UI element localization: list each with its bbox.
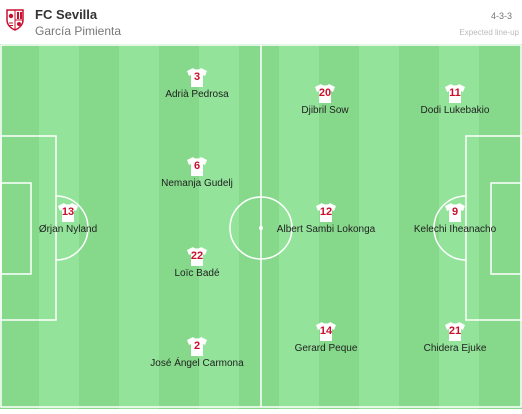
player-name: Nemanja Gudelj: [161, 178, 233, 189]
player-name: Djibril Sow: [301, 105, 349, 116]
player-card[interactable]: 22 Loïc Badé: [127, 247, 267, 279]
player-name: Kelechi Iheanacho: [413, 224, 497, 235]
shirt-icon: 11: [445, 84, 465, 103]
shirt-number: 21: [448, 325, 462, 337]
shirt-number: 12: [319, 206, 333, 218]
coach-name[interactable]: García Pimienta: [35, 24, 122, 38]
player-name: Loïc Badé: [174, 268, 220, 279]
player-name: Gerard Peque: [294, 343, 358, 354]
shirt-icon: 21: [445, 322, 465, 341]
player-card[interactable]: 9 Kelechi Iheanacho: [385, 203, 522, 235]
lineup-header: FC Sevilla García Pimienta 4-3-3 Expecte…: [0, 0, 522, 44]
player-card[interactable]: 12 Albert Sambi Lokonga: [256, 203, 396, 235]
shirt-icon: 9: [445, 203, 465, 222]
shirt-number: 13: [61, 206, 75, 218]
shirt-icon: 13: [58, 203, 78, 222]
shirt-number: 14: [319, 325, 333, 337]
shirt-icon: 3: [187, 68, 207, 87]
player-name: Adrià Pedrosa: [165, 89, 229, 100]
shirt-number: 6: [193, 160, 201, 172]
shirt-number: 2: [193, 340, 201, 352]
player-name: Chidera Ejuke: [423, 343, 487, 354]
player-card[interactable]: 20 Djibril Sow: [255, 84, 395, 116]
shirt-number: 3: [193, 71, 201, 83]
player-card[interactable]: 13 Ørjan Nyland: [0, 203, 138, 235]
player-card[interactable]: 2 José Ángel Carmona: [127, 337, 267, 369]
player-name: Ørjan Nyland: [38, 224, 98, 235]
player-card[interactable]: 14 Gerard Peque: [256, 322, 396, 354]
shirt-icon: 6: [187, 157, 207, 176]
sevilla-crest-icon: [6, 9, 24, 31]
shirt-icon: 22: [187, 247, 207, 266]
player-card[interactable]: 21 Chidera Ejuke: [385, 322, 522, 354]
player-card[interactable]: 11 Dodi Lukebakio: [385, 84, 522, 116]
shirt-icon: 12: [316, 203, 336, 222]
formation-label: 4-3-3: [490, 11, 512, 21]
shirt-icon: 2: [187, 337, 207, 356]
player-card[interactable]: 6 Nemanja Gudelj: [127, 157, 267, 189]
player-card[interactable]: 3 Adrià Pedrosa: [127, 68, 267, 100]
pitch: 3 Adrià Pedrosa 20 Djibril Sow 11 Dodi L…: [0, 44, 522, 409]
player-name: José Ángel Carmona: [150, 358, 244, 369]
shirt-number: 20: [318, 87, 332, 99]
team-name[interactable]: FC Sevilla: [35, 7, 98, 22]
shirt-number: 11: [449, 87, 461, 99]
pitch-markings: [0, 44, 522, 409]
player-name: Albert Sambi Lokonga: [276, 224, 376, 235]
shirt-icon: 14: [316, 322, 336, 341]
shirt-icon: 20: [315, 84, 335, 103]
shirt-number: 9: [451, 206, 459, 218]
expected-lineup-note: Expected line-up: [459, 28, 519, 37]
shirt-number: 22: [190, 250, 204, 262]
player-name: Dodi Lukebakio: [420, 105, 490, 116]
